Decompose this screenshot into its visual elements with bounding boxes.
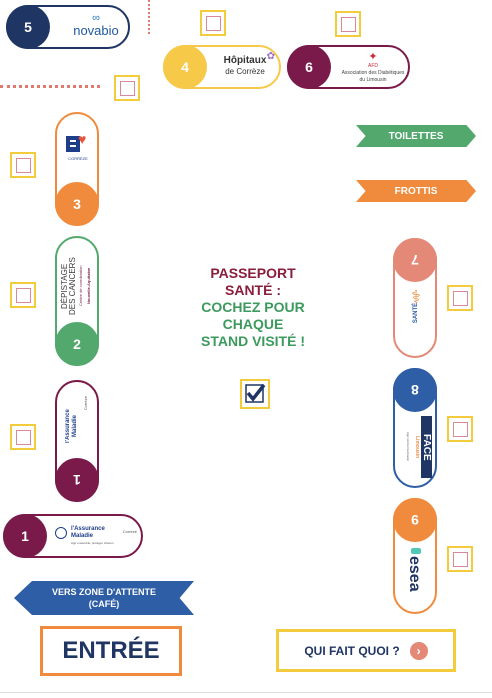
stand-7-number: 7: [393, 238, 437, 282]
novabio-logo: ∞ novabio: [66, 12, 126, 39]
vers-zone-attente-line1: VERS ZONE D'ATTENTE: [52, 587, 156, 597]
afd-logo-icon: ✦: [368, 51, 378, 63]
stand-3-number: 3: [55, 182, 99, 226]
depistage-logo-line3: Centre de coordination: [78, 265, 83, 307]
stand-2-number: 2: [55, 322, 99, 366]
stand-9-number: 9: [393, 498, 437, 542]
stand-1-vertical-number: 1: [55, 458, 99, 502]
stand-5-number: 5: [6, 5, 50, 49]
checkbox-stand-4[interactable]: [200, 10, 226, 36]
novabio-logo-text: novabio: [73, 23, 119, 38]
toilettes-sign: TOILETTES: [356, 125, 476, 147]
assurance-v-line2: Maladie: [72, 415, 78, 438]
toilettes-label: TOILETTES: [388, 130, 444, 142]
face-logo-line1: FACE: [421, 416, 432, 478]
vers-zone-attente-sign: VERS ZONE D'ATTENTE (CAFÉ): [14, 581, 194, 615]
checkbox-stand-8[interactable]: [447, 416, 473, 442]
stand-1-horizontal: 1 l'Assurance Maladie Agir ensemble, pro…: [3, 514, 143, 558]
esea-logo: esea: [401, 548, 431, 604]
hopitaux-correze-logo: ✿ Hôpitaux de Corrèze: [211, 51, 279, 77]
assurance-h-line2: Maladie: [71, 533, 94, 539]
checkmark-icon: [245, 383, 266, 403]
assurance-v-line1: l'Assurance: [65, 409, 71, 443]
sante-logo: ⚕ SANTÉ: [399, 288, 433, 328]
correze-logo-text: CORRÈZE: [68, 156, 88, 161]
checkbox-stand-7[interactable]: [447, 285, 473, 311]
novabio-logo-icon: ∞: [92, 12, 100, 24]
stand-5: 5 ∞ novabio: [6, 5, 130, 49]
correze-logo-icon: ♥: [66, 132, 90, 154]
afd-logo-line2: Association des Diabétiques: [341, 70, 405, 76]
sante-logo-icon: ⚕: [411, 287, 421, 307]
stand-8-number: 8: [393, 368, 437, 412]
dotted-separator-vertical: [148, 0, 150, 34]
assurance-h-line1: l'Assurance: [71, 526, 105, 532]
stand-9: 9 esea: [393, 498, 437, 614]
entree-sign: ENTRÉE: [40, 626, 182, 676]
depistage-cancers-logo: DÉPISTAGE DES CANCERS Centre de coordina…: [60, 248, 93, 324]
passport-instruction-line1: COCHEZ POUR: [201, 299, 305, 315]
vers-zone-attente-line2: (CAFÉ): [88, 599, 120, 609]
checkbox-stand-3[interactable]: [10, 152, 36, 178]
stand-1-horizontal-number: 1: [3, 514, 47, 558]
passport-instruction-line2: CHAQUE: [222, 316, 284, 332]
checkbox-stand-6[interactable]: [335, 11, 361, 37]
stand-2: DÉPISTAGE DES CANCERS Centre de coordina…: [55, 236, 99, 366]
checkbox-stand-5[interactable]: [114, 75, 140, 101]
frottis-sign: FROTTIS: [356, 180, 476, 202]
stand-6-number: 6: [287, 45, 331, 89]
face-logo-line3: Agir contre l'exclusion: [406, 432, 410, 462]
passport-instruction-line3: STAND VISITÉ !: [201, 333, 305, 349]
assurance-maladie-logo: l'Assurance Maladie Agir ensemble, proté…: [55, 526, 139, 547]
chevron-right-icon: ›: [409, 641, 428, 660]
checked-example-checkbox: [240, 379, 270, 409]
stand-4-number: 4: [163, 45, 207, 89]
face-logo: FACE Limousin Agir contre l'exclusion: [403, 416, 432, 478]
hopitaux-logo-icon: ✿: [266, 51, 275, 62]
assurance-maladie-logo-vertical: l'Assurance Maladie: [65, 396, 79, 456]
assurance-logo-icon: [55, 527, 67, 539]
checkbox-stand-9[interactable]: [447, 546, 473, 572]
stand-6: 6 ✦ AFD Association des Diabétiques du L…: [287, 45, 410, 89]
dotted-separator-horizontal: [0, 85, 100, 88]
entree-label: ENTRÉE: [62, 637, 160, 664]
esea-logo-text: esea: [406, 556, 423, 592]
stand-3: ♥ CORRÈZE 3: [55, 112, 99, 226]
stand-1-vertical: l'Assurance Maladie Corrèze 1: [55, 380, 99, 502]
correze-logo: ♥ CORRÈZE: [63, 132, 93, 161]
qui-fait-quoi-button[interactable]: QUI FAIT QUOI ? ›: [276, 629, 456, 672]
hopitaux-logo-line2: de Corrèze: [225, 67, 265, 76]
checkbox-stand-1[interactable]: [10, 424, 36, 450]
afd-logo-line3: du Limousin: [359, 77, 387, 83]
afd-logo-line1: AFD: [368, 63, 378, 69]
passport-instructions: PASSEPORT SANTÉ : COCHEZ POUR CHAQUE STA…: [168, 265, 338, 350]
depistage-logo-line2: DES CANCERS: [68, 257, 77, 315]
assurance-v-tag: Corrèze: [83, 396, 88, 411]
assurance-h-sub: Agir ensemble, protéger chacun: [71, 541, 114, 545]
afd-logo: ✦ AFD Association des Diabétiques du Lim…: [337, 51, 409, 84]
depistage-logo-line4: Nouvelle-Aquitaine: [86, 267, 91, 305]
face-logo-line2: Limousin: [414, 435, 420, 459]
hopitaux-logo-line1: Hôpitaux: [223, 55, 267, 66]
esea-logo-icon: [411, 548, 421, 554]
qui-fait-quoi-label: QUI FAIT QUOI ?: [304, 643, 400, 658]
page-bottom-border: [0, 692, 492, 693]
assurance-h-tag: Corrèze: [122, 529, 137, 534]
checkbox-stand-2[interactable]: [10, 282, 36, 308]
stand-4: 4 ✿ Hôpitaux de Corrèze: [163, 45, 281, 89]
stand-7: 7 ⚕ SANTÉ: [393, 238, 437, 358]
passport-title-line1: PASSEPORT: [210, 265, 296, 281]
sante-logo-text: SANTÉ: [413, 302, 419, 324]
passport-title-line2: SANTÉ :: [225, 282, 281, 298]
frottis-label: FROTTIS: [394, 185, 438, 197]
stand-8: 8 FACE Limousin Agir contre l'exclusion: [393, 368, 437, 488]
